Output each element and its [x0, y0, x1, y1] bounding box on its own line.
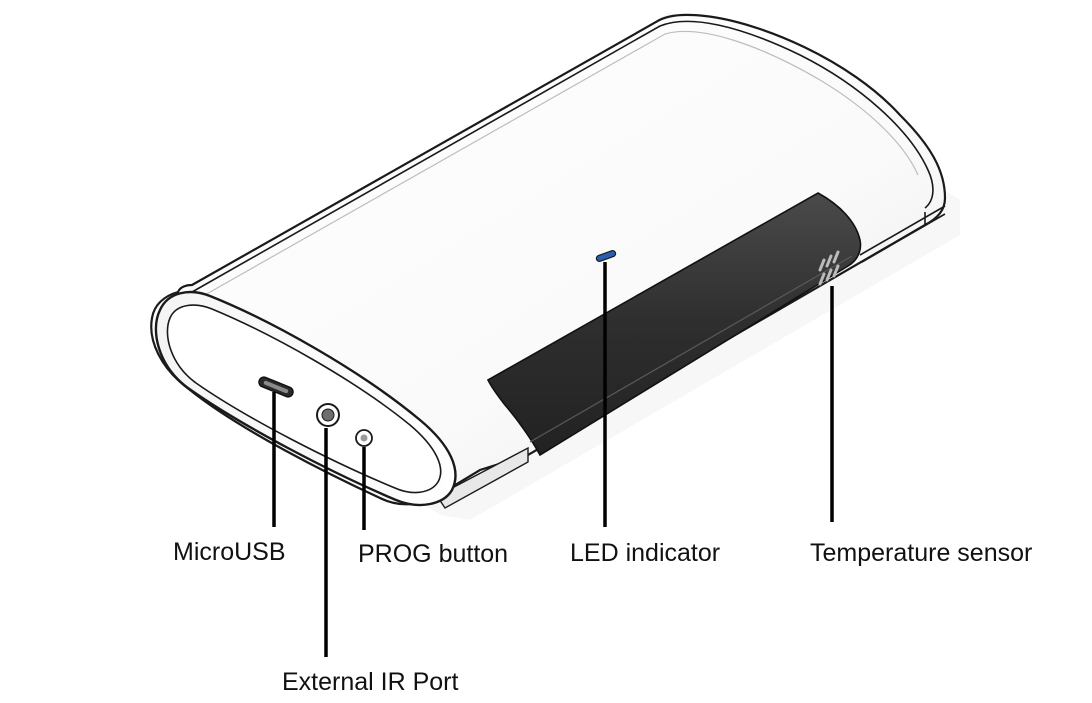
prog-button-inner	[360, 434, 368, 442]
microusb-port-inner	[263, 380, 289, 394]
label-led-indicator: LED indicator	[570, 539, 721, 567]
right-end-edge	[859, 205, 946, 263]
top-rim	[184, 20, 934, 297]
rubber-band	[486, 192, 862, 457]
end-face-inner	[166, 304, 442, 494]
bottom-side	[435, 446, 529, 509]
top-rim-inner	[195, 30, 919, 301]
label-temperature-sensor: Temperature sensor	[810, 539, 1033, 567]
label-external-ir-port: External IR Port	[282, 668, 459, 696]
led-indicator	[595, 250, 617, 262]
temperature-sensor-vents	[818, 250, 840, 286]
rubber-band-edge	[529, 255, 853, 443]
label-microusb: MicroUSB	[173, 538, 286, 566]
label-prog-button: PROG button	[358, 540, 509, 568]
ir-port-inner	[321, 408, 335, 422]
